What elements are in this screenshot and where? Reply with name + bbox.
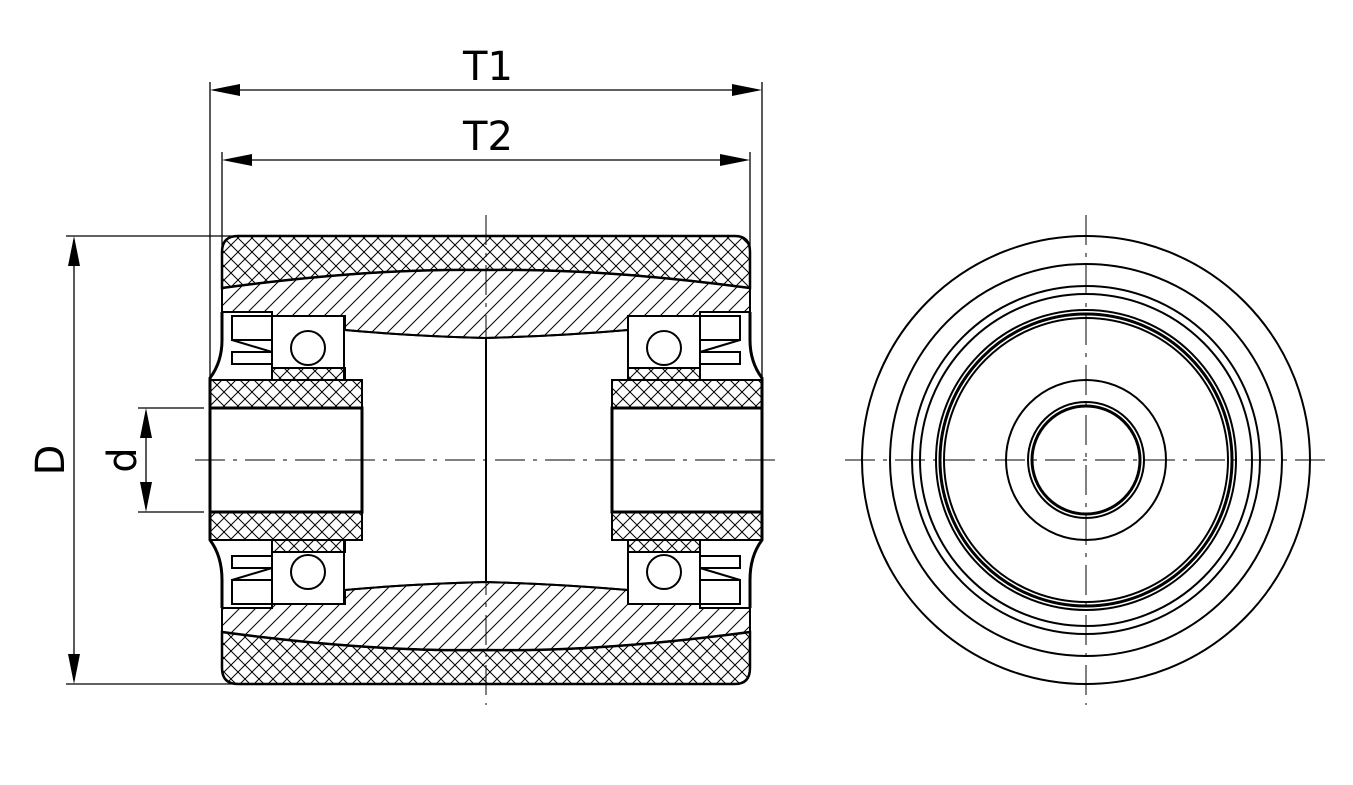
dimension-d-bore: d (100, 407, 204, 513)
bearing-bottom-left (231, 539, 345, 605)
label-d-bore: d (100, 447, 146, 472)
left-sleeve-bottom (209, 511, 363, 553)
bearing-top-right (627, 315, 741, 381)
front-view (845, 215, 1330, 705)
section-view (195, 215, 780, 705)
right-sleeve-bottom (611, 511, 763, 553)
right-sleeve-top (611, 367, 763, 409)
bearing-bottom-right (627, 539, 741, 605)
left-sleeve-top (209, 367, 363, 409)
label-t2: T2 (462, 114, 513, 160)
dimension-t2: T2 (221, 114, 751, 300)
label-d-outer: D (28, 445, 74, 476)
dimension-t1: T1 (209, 44, 763, 378)
bearing-top-left (231, 315, 345, 381)
dimension-d-outer: D (28, 235, 236, 685)
label-t1: T1 (462, 44, 513, 90)
